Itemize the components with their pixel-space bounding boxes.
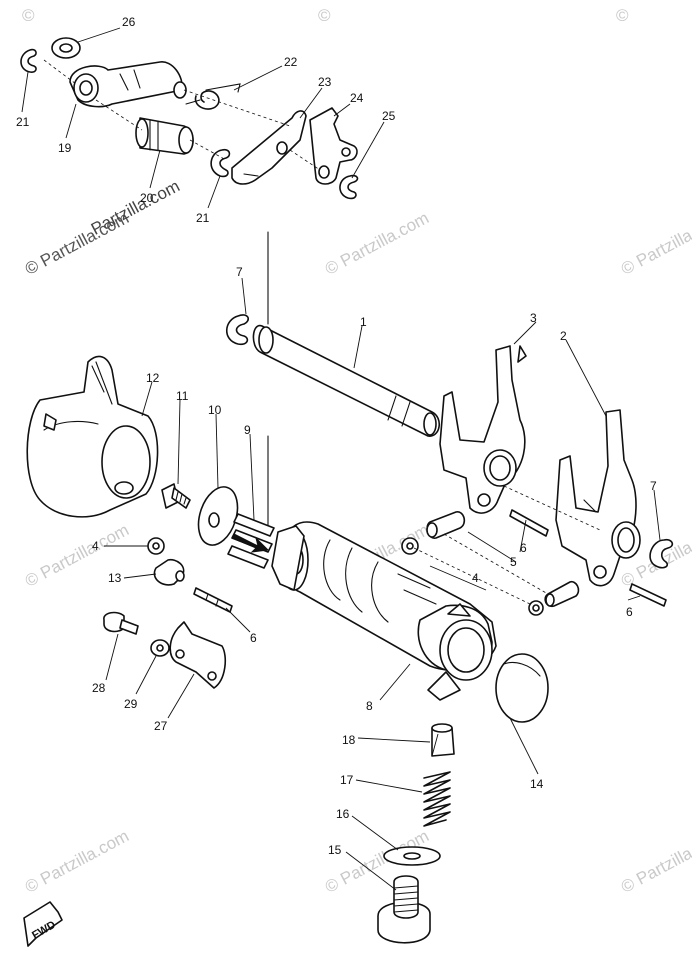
part-4-roller-left (147, 537, 165, 555)
callout-10: 10 (208, 403, 222, 417)
part-11-bolt (161, 483, 191, 509)
part-5-roller (426, 511, 580, 608)
callout-19: 19 (58, 141, 72, 155)
callout-12: 12 (146, 371, 160, 385)
part-21-circlip-top (20, 48, 37, 73)
callout-27: 27 (154, 719, 168, 733)
part-8-shift-drum (271, 521, 497, 701)
callout-6-mid: 6 (520, 541, 527, 555)
part-6-pin-right-lower (629, 583, 667, 607)
watermark-top-left: © (22, 6, 35, 25)
part-23-stopper-plate (231, 110, 307, 185)
callout-4-right: 4 (472, 571, 479, 585)
callout-24: 24 (350, 91, 364, 105)
callout-18: 18 (342, 733, 356, 747)
callout-15: 15 (328, 843, 342, 857)
callout-22: 22 (284, 55, 298, 69)
callout-3: 3 (530, 311, 537, 325)
callout-8: 8 (366, 699, 373, 713)
part-14-cap (495, 653, 549, 723)
part-7-circlip-left (225, 314, 250, 346)
part-19-shift-arm (69, 61, 187, 108)
callout-16: 16 (336, 807, 350, 821)
part-9-pins (227, 513, 275, 569)
fwd-arrow-icon: FWD (23, 901, 63, 947)
part-29-washer (150, 639, 170, 657)
callout-21-top: 21 (16, 115, 30, 129)
part-20-shift-shaft-pin (135, 117, 194, 155)
callout-23: 23 (318, 75, 332, 89)
part-4-roller-small (401, 537, 544, 616)
callout-28: 28 (92, 681, 106, 695)
callout-14: 14 (530, 777, 544, 791)
part-24-stopper-lever (309, 107, 358, 185)
part-10-segment-plate (197, 486, 239, 546)
watermark-top-right: © (616, 6, 629, 25)
callout-17: 17 (340, 773, 354, 787)
part-1-guide-bar (252, 324, 440, 437)
callout-7-left: 7 (236, 265, 243, 279)
part-28-bolt (103, 611, 139, 635)
direction-arrow-icon (231, 533, 270, 553)
callout-6-left: 6 (250, 631, 257, 645)
callout-20: 20 (140, 191, 154, 205)
callout-29: 29 (124, 697, 138, 711)
callout-25: 25 (382, 109, 396, 123)
callout-13: 13 (108, 571, 122, 585)
part-3-shift-fork (439, 345, 527, 514)
part-13-guide-pin (153, 558, 185, 586)
callout-4-left: 4 (92, 539, 99, 553)
part-21-circlip-mid (210, 148, 231, 178)
part-12-drum-housing (26, 355, 159, 518)
part-15-plug-bolt (377, 875, 431, 944)
part-25-circlip (339, 174, 359, 200)
callout-11: 11 (176, 389, 189, 403)
callout-5: 5 (510, 555, 517, 569)
part-6-pin-right-upper (509, 509, 549, 537)
part-18-stopper-plunger (431, 723, 455, 757)
callout-7-right: 7 (650, 479, 657, 493)
part-27-plate (169, 621, 227, 689)
part-26-washer (51, 37, 81, 59)
part-22-spring (185, 83, 241, 110)
callout-1: 1 (360, 315, 367, 329)
callout-9: 9 (244, 423, 251, 437)
watermark-top-mid: © (318, 6, 331, 25)
part-16-washer (383, 846, 441, 866)
part-2-shift-fork (555, 409, 641, 587)
callout-6-right: 6 (626, 605, 633, 619)
callout-21-mid: 21 (196, 211, 210, 225)
callout-2: 2 (560, 329, 567, 343)
callout-26: 26 (122, 15, 136, 29)
part-7-circlip-right (649, 538, 674, 569)
part-17-spring (423, 771, 451, 827)
